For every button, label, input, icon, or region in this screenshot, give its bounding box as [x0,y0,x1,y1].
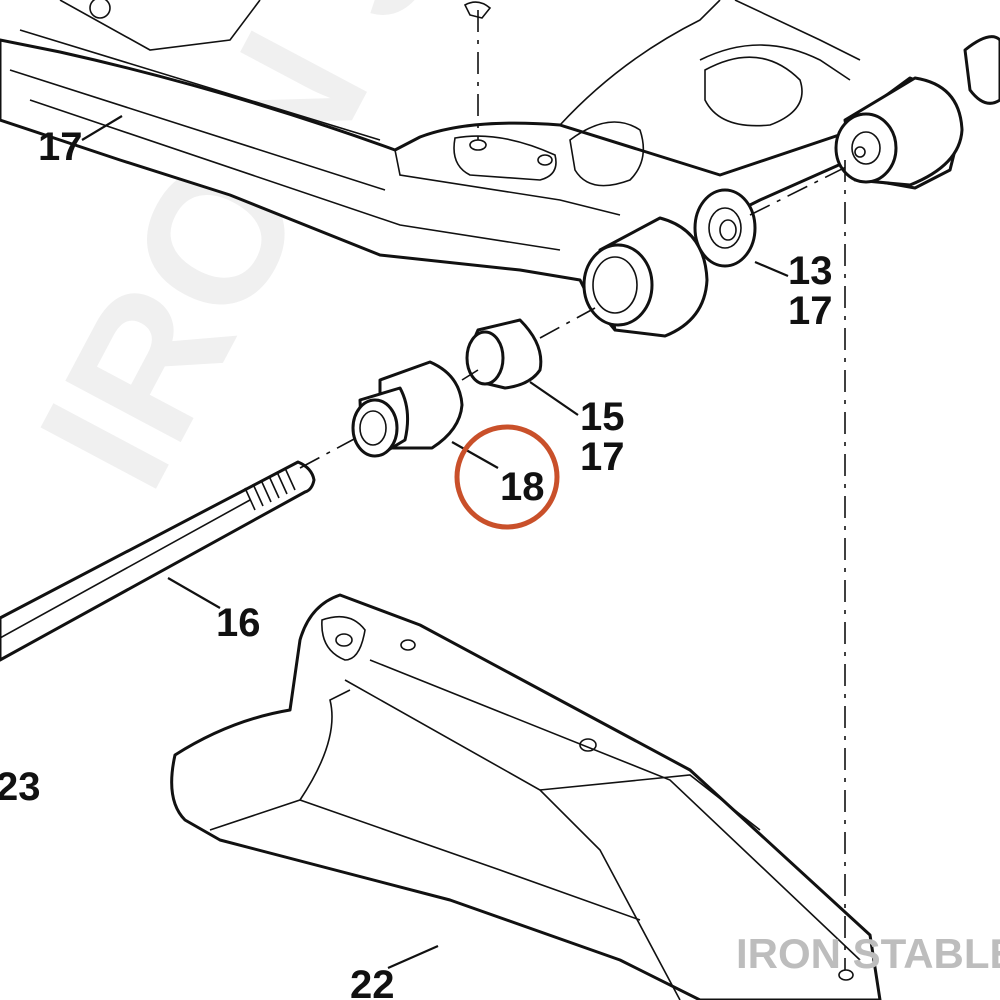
callout-13: 13 [788,249,833,293]
part-18-bushing [351,360,464,458]
bushing-left [582,216,709,338]
callout-17-c: 17 [580,435,625,479]
watermark-corner: IRON STABLE [736,930,1000,977]
leader-lines [81,115,789,970]
part-15-sleeve [465,318,543,390]
callout-16: 16 [216,601,261,645]
callout-23: 23 [0,765,41,809]
callout-22: 22 [350,963,395,1000]
highlight-circle-18 [454,424,560,530]
callout-15: 15 [580,395,625,439]
swingarm-lower [170,593,882,1000]
callout-17-top: 17 [38,125,83,169]
part-13-washer [693,188,757,268]
bushing-upper-right [834,35,1000,187]
callout-18: 18 [500,465,545,509]
center-lines [299,10,851,970]
callout-17-b: 17 [788,289,833,333]
